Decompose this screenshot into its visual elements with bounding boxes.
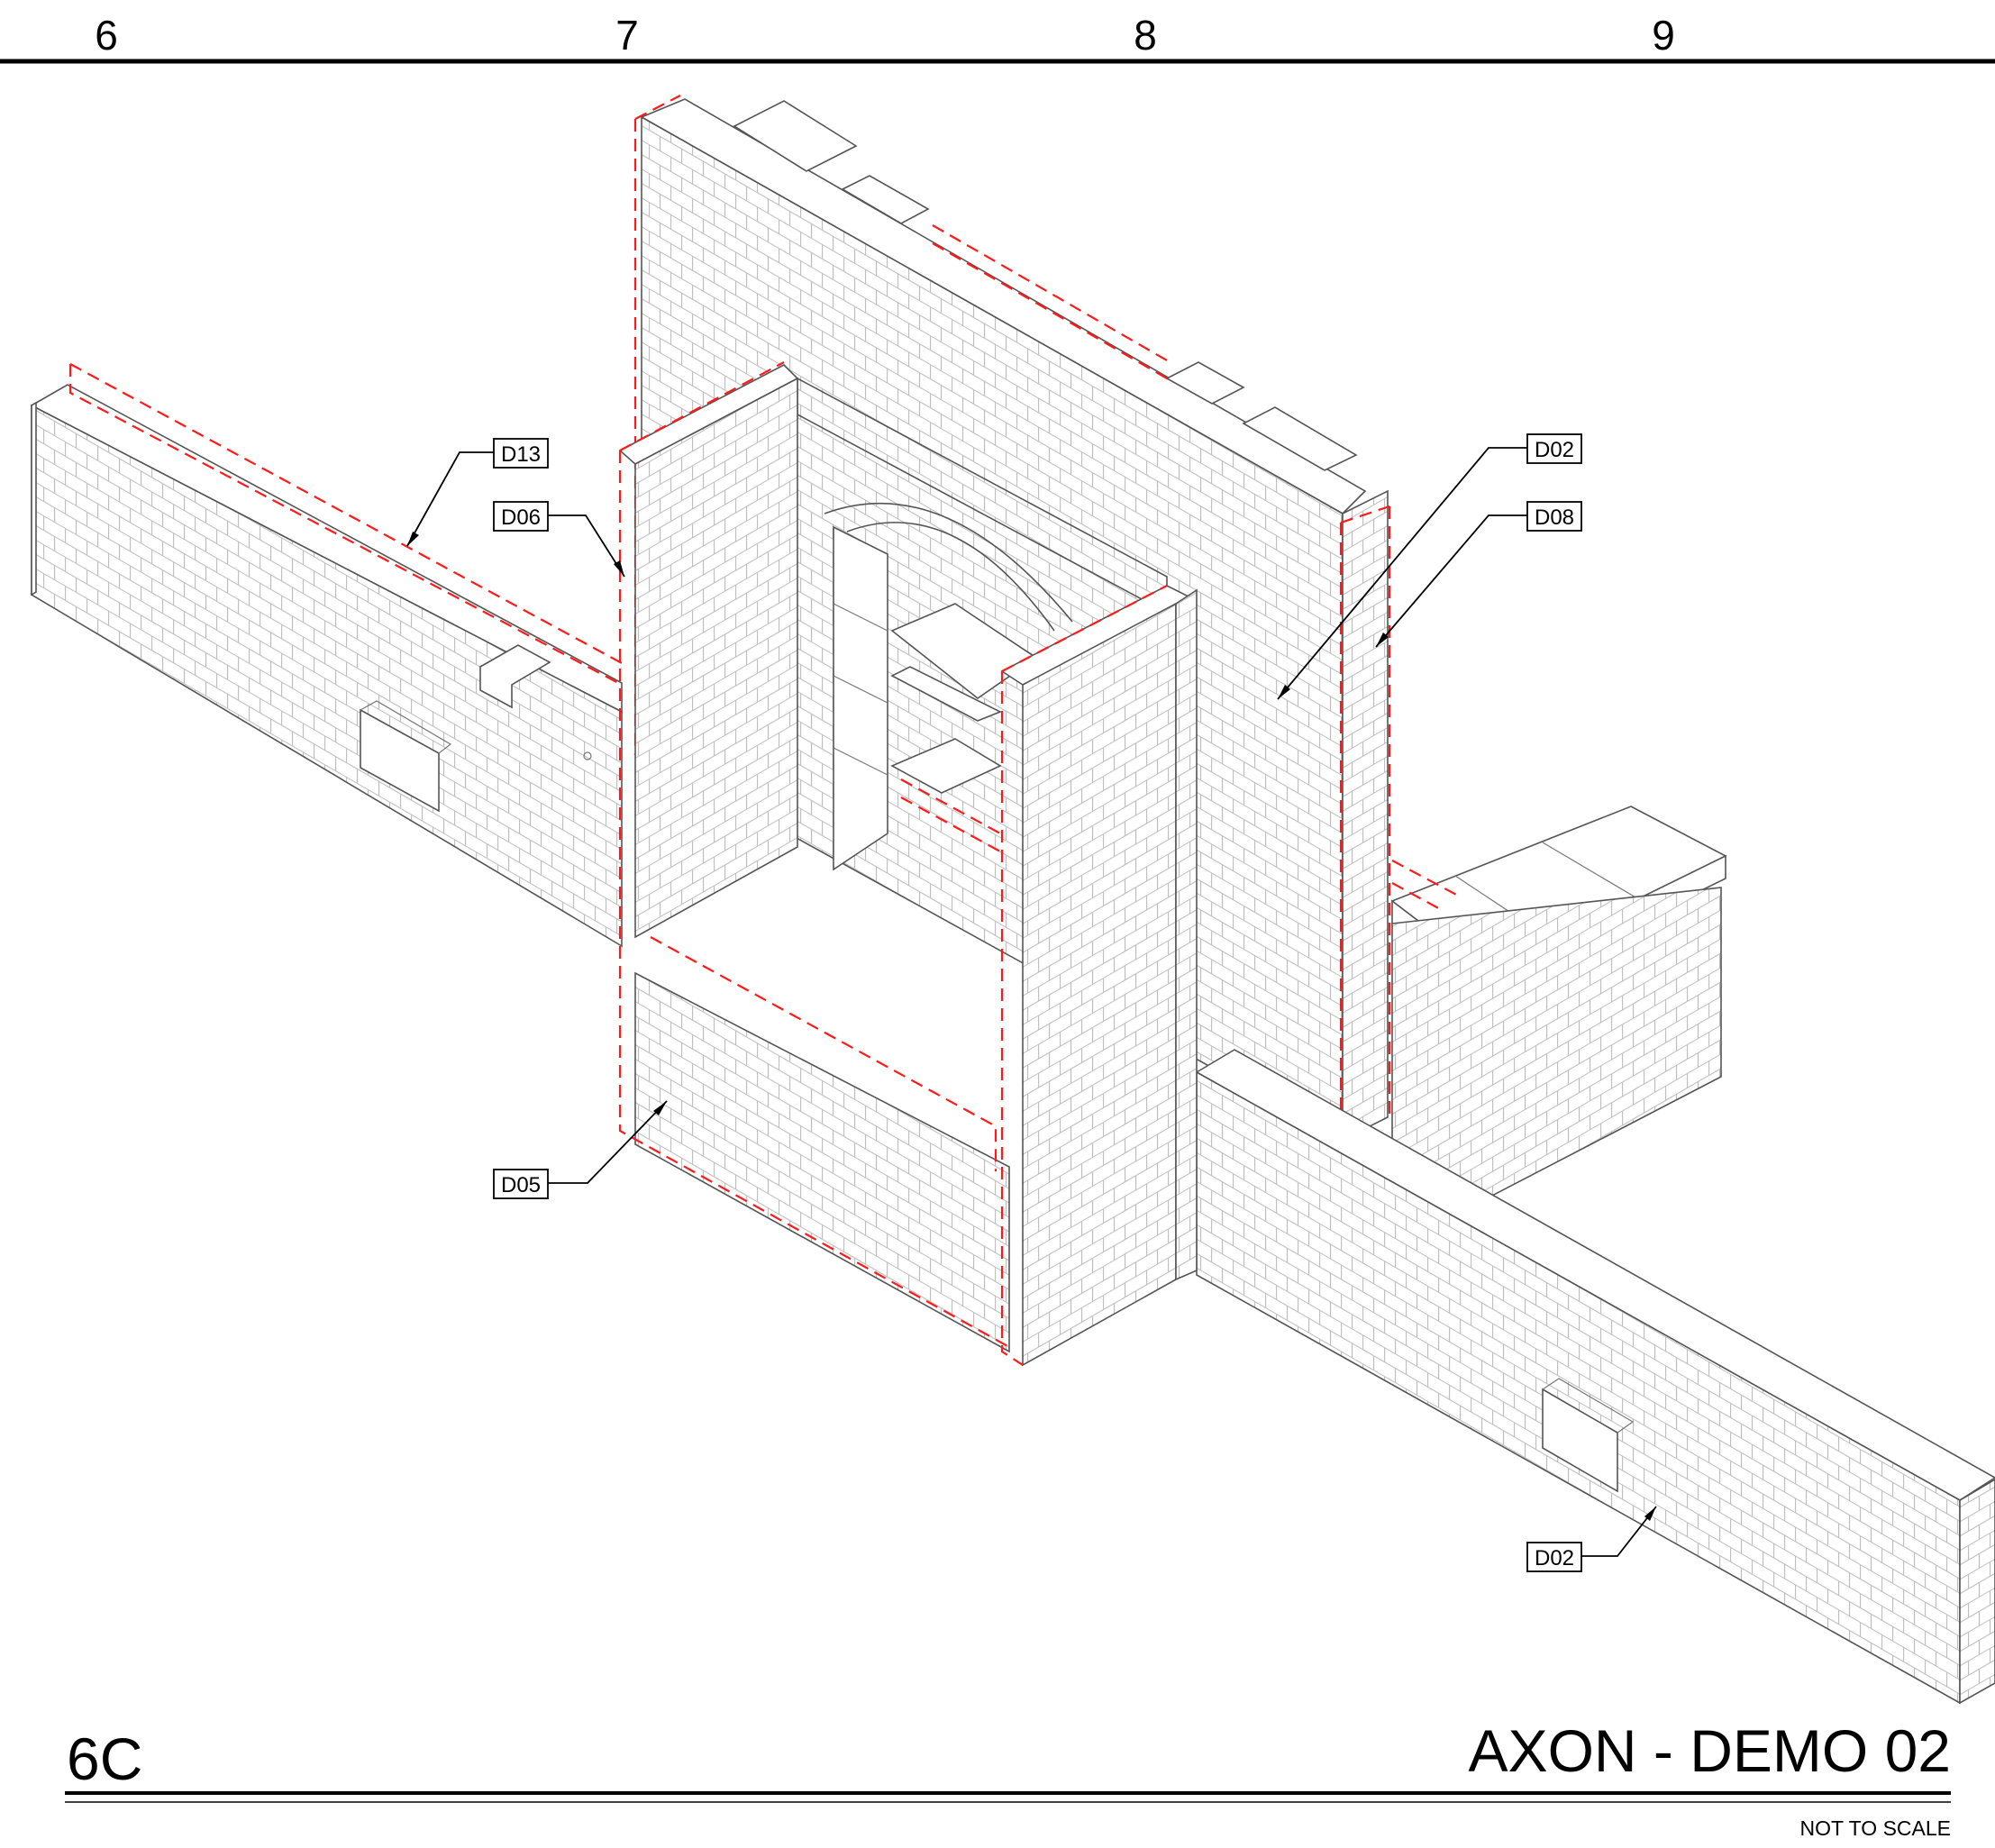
arch-step-2 xyxy=(890,666,1002,722)
leader-d06 xyxy=(548,514,625,578)
grid-label-6: 6 xyxy=(95,12,118,59)
front-wall-end xyxy=(1959,1479,1995,1705)
tag-box-d13 xyxy=(493,438,549,469)
wall-anchor-mark xyxy=(583,751,592,760)
left-wall-opening-reveal xyxy=(360,700,452,754)
rear-wall-demo-top-2 xyxy=(932,242,1168,379)
left-wall-end xyxy=(31,401,37,596)
archway xyxy=(797,377,1168,871)
sheet-title: AXON - DEMO 02 xyxy=(1469,1717,1951,1784)
rear-wall-slot-4 xyxy=(1165,361,1245,405)
rear-wall-demo-top xyxy=(932,224,1168,361)
grid-label-7: 7 xyxy=(615,12,639,59)
rear-wall-slot-3 xyxy=(1242,406,1358,471)
tag-d02-lower[interactable]: D02 xyxy=(1526,1506,1657,1572)
arch-jamb xyxy=(833,525,888,871)
rear-wall-slot-1 xyxy=(733,100,858,172)
arch-jamb-line-2 xyxy=(833,675,888,704)
grid-label-8: 8 xyxy=(1134,12,1157,59)
grid-header: 6 7 8 9 xyxy=(0,12,1995,64)
left-pier-demo-top xyxy=(619,361,785,451)
arrow-d02-upper xyxy=(1278,685,1290,699)
arch-jamb-line-3 xyxy=(833,747,888,776)
tag-label-d08: D08 xyxy=(1535,505,1574,530)
right-pier-demo-top xyxy=(1001,585,1168,672)
right-pier xyxy=(1000,585,1198,1367)
leader-d02-lower xyxy=(1581,1506,1657,1557)
tag-box-d05 xyxy=(493,1169,549,1199)
grid-label-9: 9 xyxy=(1652,12,1675,59)
scale-note: NOT TO SCALE xyxy=(1800,1816,1951,1840)
leader-d02-upper xyxy=(1277,447,1527,700)
right-pier-front xyxy=(1022,602,1177,1367)
rear-wall-slot-2 xyxy=(841,175,930,224)
right-wall-demo-line-2 xyxy=(1391,882,1443,911)
tag-label-d05: D05 xyxy=(501,1173,541,1197)
tag-label-d02-upper: D02 xyxy=(1535,438,1574,462)
left-wall-demo-line-2 xyxy=(69,363,623,664)
left-pier xyxy=(618,361,1010,1353)
left-wall-demo-line xyxy=(68,364,623,686)
leader-d05 xyxy=(548,1100,668,1184)
left-pier-demo-outer xyxy=(618,451,1010,1348)
rear-wall-demo-corner xyxy=(634,95,681,120)
sheet-code: 6C xyxy=(67,1725,142,1792)
tag-box-d02-lower xyxy=(1526,1542,1582,1572)
tag-label-d02-lower: D02 xyxy=(1535,1546,1574,1570)
tag-box-d02-upper xyxy=(1526,433,1582,464)
arch-step-3 xyxy=(890,738,1002,794)
front-wall-opening-reveal xyxy=(1542,1378,1635,1434)
rear-wall-demo-right-top xyxy=(1340,505,1390,524)
arrow-d13 xyxy=(407,532,419,546)
tag-box-d08 xyxy=(1526,501,1582,532)
arrow-d06 xyxy=(614,560,624,577)
arch-curve-inner xyxy=(846,522,1055,632)
tag-label-d06: D06 xyxy=(501,505,541,530)
tag-box-d06 xyxy=(493,501,549,532)
arch-jamb-line-1 xyxy=(833,603,888,632)
leader-d13 xyxy=(406,451,494,547)
left-wall-face xyxy=(31,404,623,948)
tag-d02-upper[interactable]: D02 xyxy=(1277,433,1582,700)
arrow-d08 xyxy=(1376,633,1389,647)
title-block: 6C AXON - DEMO 02 NOT TO SCALE xyxy=(65,1717,1951,1840)
front-wall-opening xyxy=(1542,1388,1618,1493)
tag-d05[interactable]: D05 xyxy=(493,1100,668,1199)
left-wall-opening xyxy=(360,708,440,813)
front-wall-face xyxy=(1196,1070,1961,1705)
right-pier-demo xyxy=(1000,671,1024,1366)
left-wall xyxy=(30,363,623,948)
arrow-d02-lower xyxy=(1644,1507,1656,1521)
right-wall xyxy=(1390,806,1727,1199)
front-wall xyxy=(1195,1049,1995,1705)
leader-d08 xyxy=(1375,514,1527,648)
tag-d08[interactable]: D08 xyxy=(1375,501,1582,648)
left-pier-demo-opening xyxy=(650,936,998,1171)
left-pier-face xyxy=(634,377,798,939)
right-pier-side xyxy=(1175,588,1198,1281)
right-wall-demo-line xyxy=(1391,860,1461,897)
coping-joint-2 xyxy=(1542,842,1643,902)
tag-d06[interactable]: D06 xyxy=(493,501,625,578)
tag-label-d13: D13 xyxy=(501,442,541,467)
arch-curve xyxy=(824,502,1073,623)
tag-d13[interactable]: D13 xyxy=(406,438,549,547)
right-wall-face xyxy=(1391,887,1722,1199)
rear-wall-end xyxy=(1342,489,1389,1142)
left-pier-lower-face xyxy=(634,971,1010,1353)
arrow-d05 xyxy=(653,1101,667,1115)
left-wall-notch xyxy=(479,644,551,709)
